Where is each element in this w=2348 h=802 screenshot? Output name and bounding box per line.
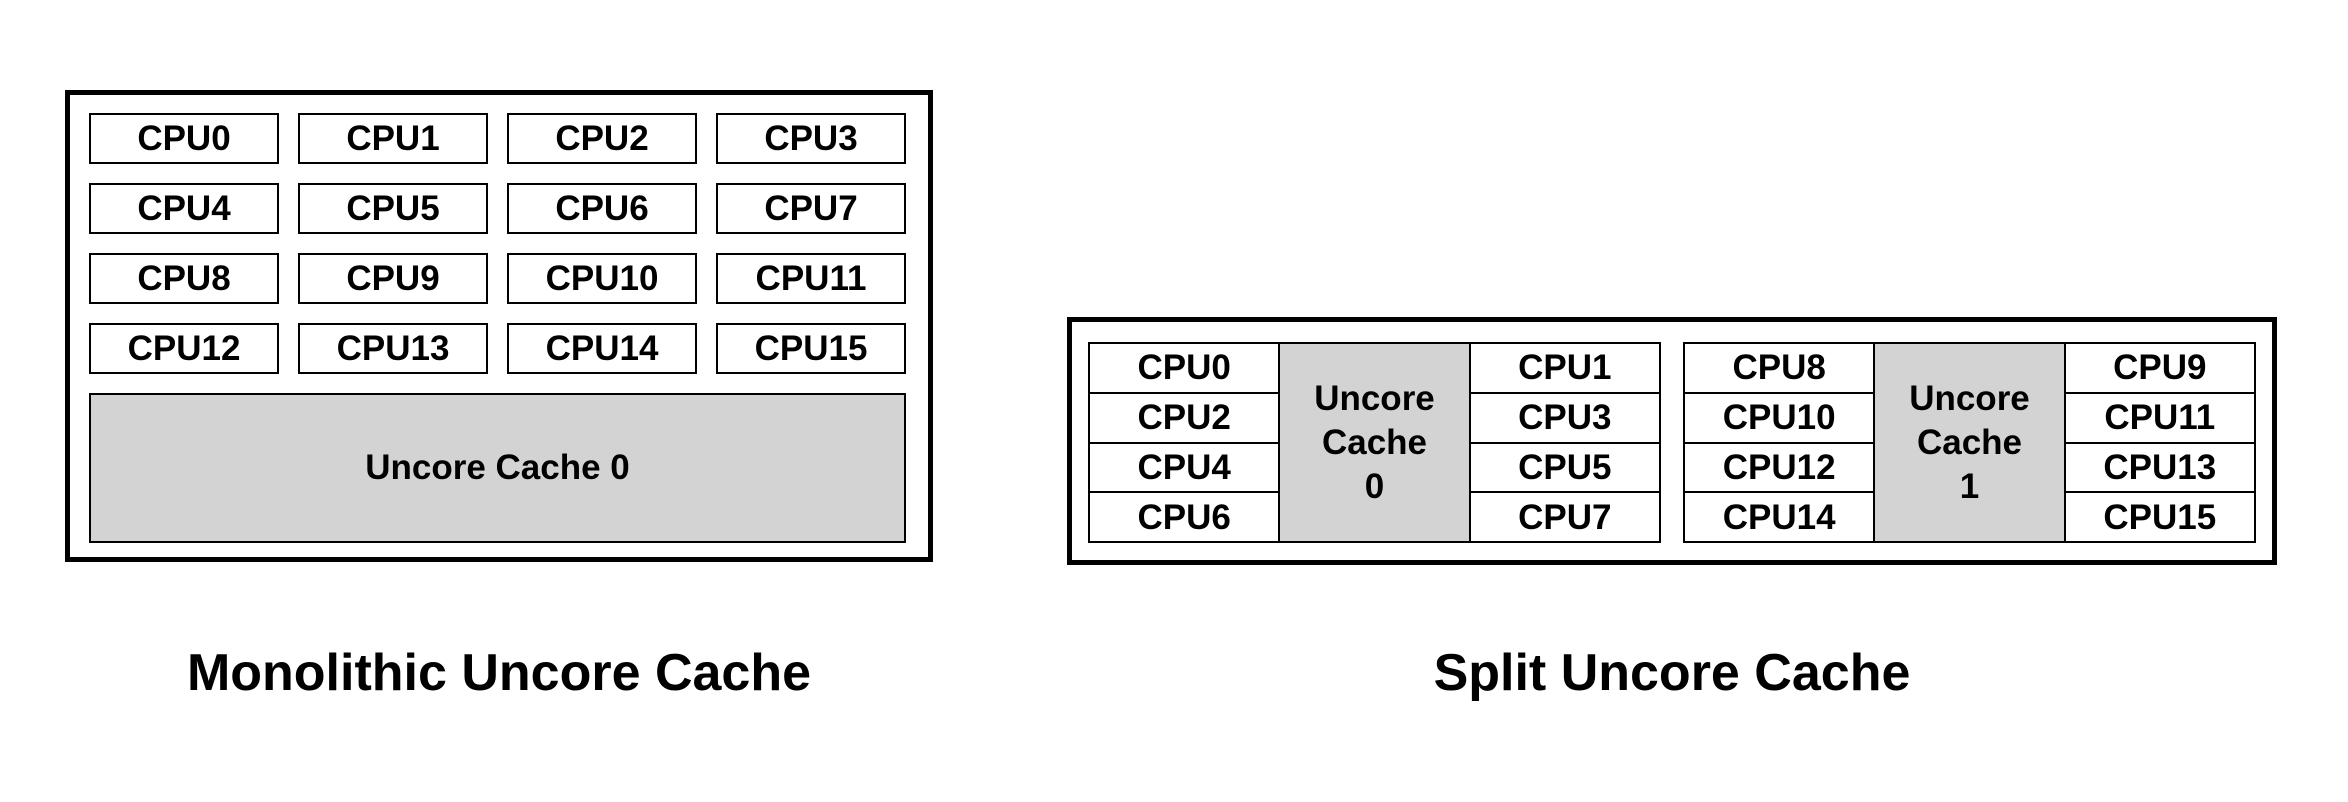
cluster1-row1: CPU10 CPU11 (1682, 391, 2257, 444)
cpu10-cell: CPU10 (1682, 391, 1876, 444)
cache0-line-1: Uncore (1314, 378, 1435, 418)
cache1-line-1: Uncore (1909, 378, 2030, 418)
cpu6-chip: CPU6 (507, 183, 697, 234)
cpu15-chip: CPU15 (716, 323, 906, 374)
uncore-cache-0-cell: Uncore Cache 0 (1278, 342, 1471, 543)
monolithic-diagram: CPU0 CPU1 CPU2 CPU3 CPU4 CPU5 CPU6 CPU7 … (65, 90, 933, 562)
cluster0-row0: CPU0 Uncore Cache 0 CPU1 (1087, 342, 1662, 543)
cpu10-chip: CPU10 (507, 253, 697, 304)
cpu6-cell: CPU6 (1087, 491, 1281, 543)
cpu12-chip: CPU12 (89, 323, 279, 374)
cluster1-row0: CPU8 Uncore Cache 1 CPU9 (1682, 342, 2257, 543)
cpu7-cell: CPU7 (1468, 491, 1662, 543)
cpu4-cell: CPU4 (1087, 441, 1281, 494)
cpu5-cell: CPU5 (1468, 441, 1662, 494)
cpu0-cell: CPU0 (1087, 342, 1281, 394)
cpu9-cell: CPU9 (2063, 342, 2257, 394)
cpu11-chip: CPU11 (716, 253, 906, 304)
cluster0-row2: CPU4 CPU5 (1087, 441, 1662, 494)
cpu13-chip: CPU13 (298, 323, 488, 374)
split-diagram: CPU0 Uncore Cache 0 CPU1 CPU2 CPU3 CPU4 … (1067, 317, 2277, 565)
cpu11-cell: CPU11 (2063, 391, 2257, 444)
cpu1-cell: CPU1 (1468, 342, 1662, 394)
cpu4-chip: CPU4 (89, 183, 279, 234)
cpu8-chip: CPU8 (89, 253, 279, 304)
split-cluster-0: CPU0 Uncore Cache 0 CPU1 CPU2 CPU3 CPU4 … (1087, 342, 1662, 543)
cache0-line-3: 0 (1364, 466, 1385, 506)
cpu2-chip: CPU2 (507, 113, 697, 164)
cpu3-cell: CPU3 (1468, 391, 1662, 444)
cpu13-cell: CPU13 (2063, 441, 2257, 494)
cpu9-chip: CPU9 (298, 253, 488, 304)
cpu8-cell: CPU8 (1682, 342, 1876, 394)
cpu1-chip: CPU1 (298, 113, 488, 164)
monolithic-inner: CPU0 CPU1 CPU2 CPU3 CPU4 CPU5 CPU6 CPU7 … (89, 113, 906, 543)
cache1-line-3: 1 (1959, 466, 1980, 506)
cpu14-cell: CPU14 (1682, 491, 1876, 543)
cpu12-cell: CPU12 (1682, 441, 1876, 494)
uncore-cache-0-box: Uncore Cache 0 (89, 393, 906, 543)
cache0-line-2: Cache (1321, 422, 1428, 462)
cpu-grid: CPU0 CPU1 CPU2 CPU3 CPU4 CPU5 CPU6 CPU7 … (89, 113, 906, 374)
cpu15-cell: CPU15 (2063, 491, 2257, 543)
uncore-cache-1-cell: Uncore Cache 1 (1873, 342, 2066, 543)
cpu0-chip: CPU0 (89, 113, 279, 164)
cpu2-cell: CPU2 (1087, 391, 1281, 444)
cluster1-row3: CPU14 CPU15 (1682, 491, 2257, 543)
split-cluster-1: CPU8 Uncore Cache 1 CPU9 CPU10 CPU11 CPU… (1682, 342, 2257, 543)
cluster0-row1: CPU2 CPU3 (1087, 391, 1662, 444)
cpu7-chip: CPU7 (716, 183, 906, 234)
monolithic-caption: Monolithic Uncore Cache (186, 644, 812, 702)
cache1-line-2: Cache (1916, 422, 2023, 462)
split-caption: Split Uncore Cache (1433, 644, 1911, 702)
cpu5-chip: CPU5 (298, 183, 488, 234)
cpu14-chip: CPU14 (507, 323, 697, 374)
cluster0-row3: CPU6 CPU7 (1087, 491, 1662, 543)
cluster1-row2: CPU12 CPU13 (1682, 441, 2257, 494)
cpu3-chip: CPU3 (716, 113, 906, 164)
